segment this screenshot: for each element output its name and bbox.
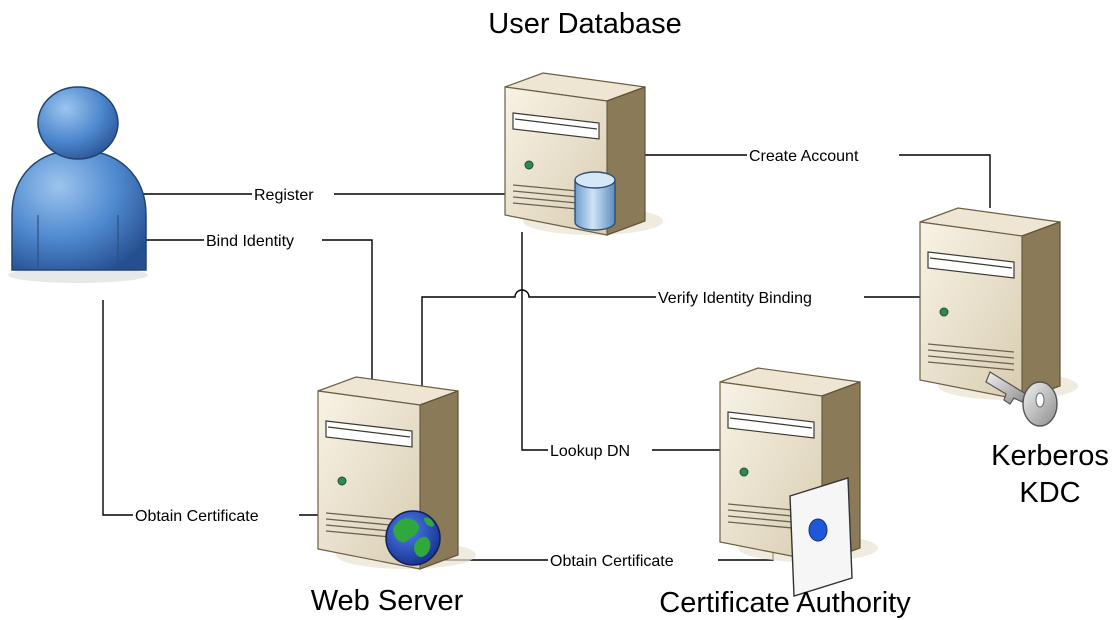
user-database-label: User Database	[488, 8, 681, 40]
verify-identity-binding-label: Verify Identity Binding	[658, 290, 812, 307]
register-label: Register	[254, 187, 314, 204]
lookup-dn-label: Lookup DN	[550, 443, 630, 460]
kdc-label: KDC	[1019, 477, 1080, 509]
edge-label-verify-identity-binding: Verify Identity Binding	[656, 287, 864, 307]
create-account-label: Create Account	[749, 148, 859, 165]
kerberos-label: Kerberos	[991, 440, 1109, 472]
edge-obtain-certificate-user	[102, 300, 318, 516]
edge-label-register: Register	[252, 184, 334, 204]
edge-label-lookup-dn: Lookup DN	[548, 440, 652, 460]
web-server-label: Web Server	[311, 585, 464, 617]
edge-lookup-dn	[521, 232, 720, 451]
obtain-certificate-label: Obtain Certificate	[550, 553, 674, 570]
user-icon	[8, 86, 148, 283]
key-server-icon	[919, 207, 1078, 401]
user-database-node: User Database	[488, 8, 682, 236]
edge-label-bind-identity: Bind Identity	[204, 230, 322, 250]
certificate-authority-label: Certificate Authority	[659, 587, 911, 619]
globe-icon	[385, 510, 441, 566]
edge-label-obtain-certificate-user: Obtain Certificate	[133, 505, 299, 525]
bind-identity-label: Bind Identity	[206, 233, 294, 250]
web-server-node: Web Server	[311, 376, 476, 617]
certificate-authority-node: Certificate Authority	[659, 367, 911, 619]
database-icon	[574, 171, 616, 231]
edge-verify-identity-binding	[421, 289, 920, 395]
obtain-certificate-label: Obtain Certificate	[135, 508, 259, 525]
edge-bind-identity	[146, 239, 373, 395]
certificate-icon	[789, 477, 853, 597]
edge-label-obtain-certificate-ca: Obtain Certificate	[548, 550, 718, 570]
edge-label-create-account: Create Account	[747, 145, 899, 165]
kerberos-kdc-node: Kerberos KDC	[919, 207, 1109, 509]
key-icon	[985, 371, 1058, 427]
